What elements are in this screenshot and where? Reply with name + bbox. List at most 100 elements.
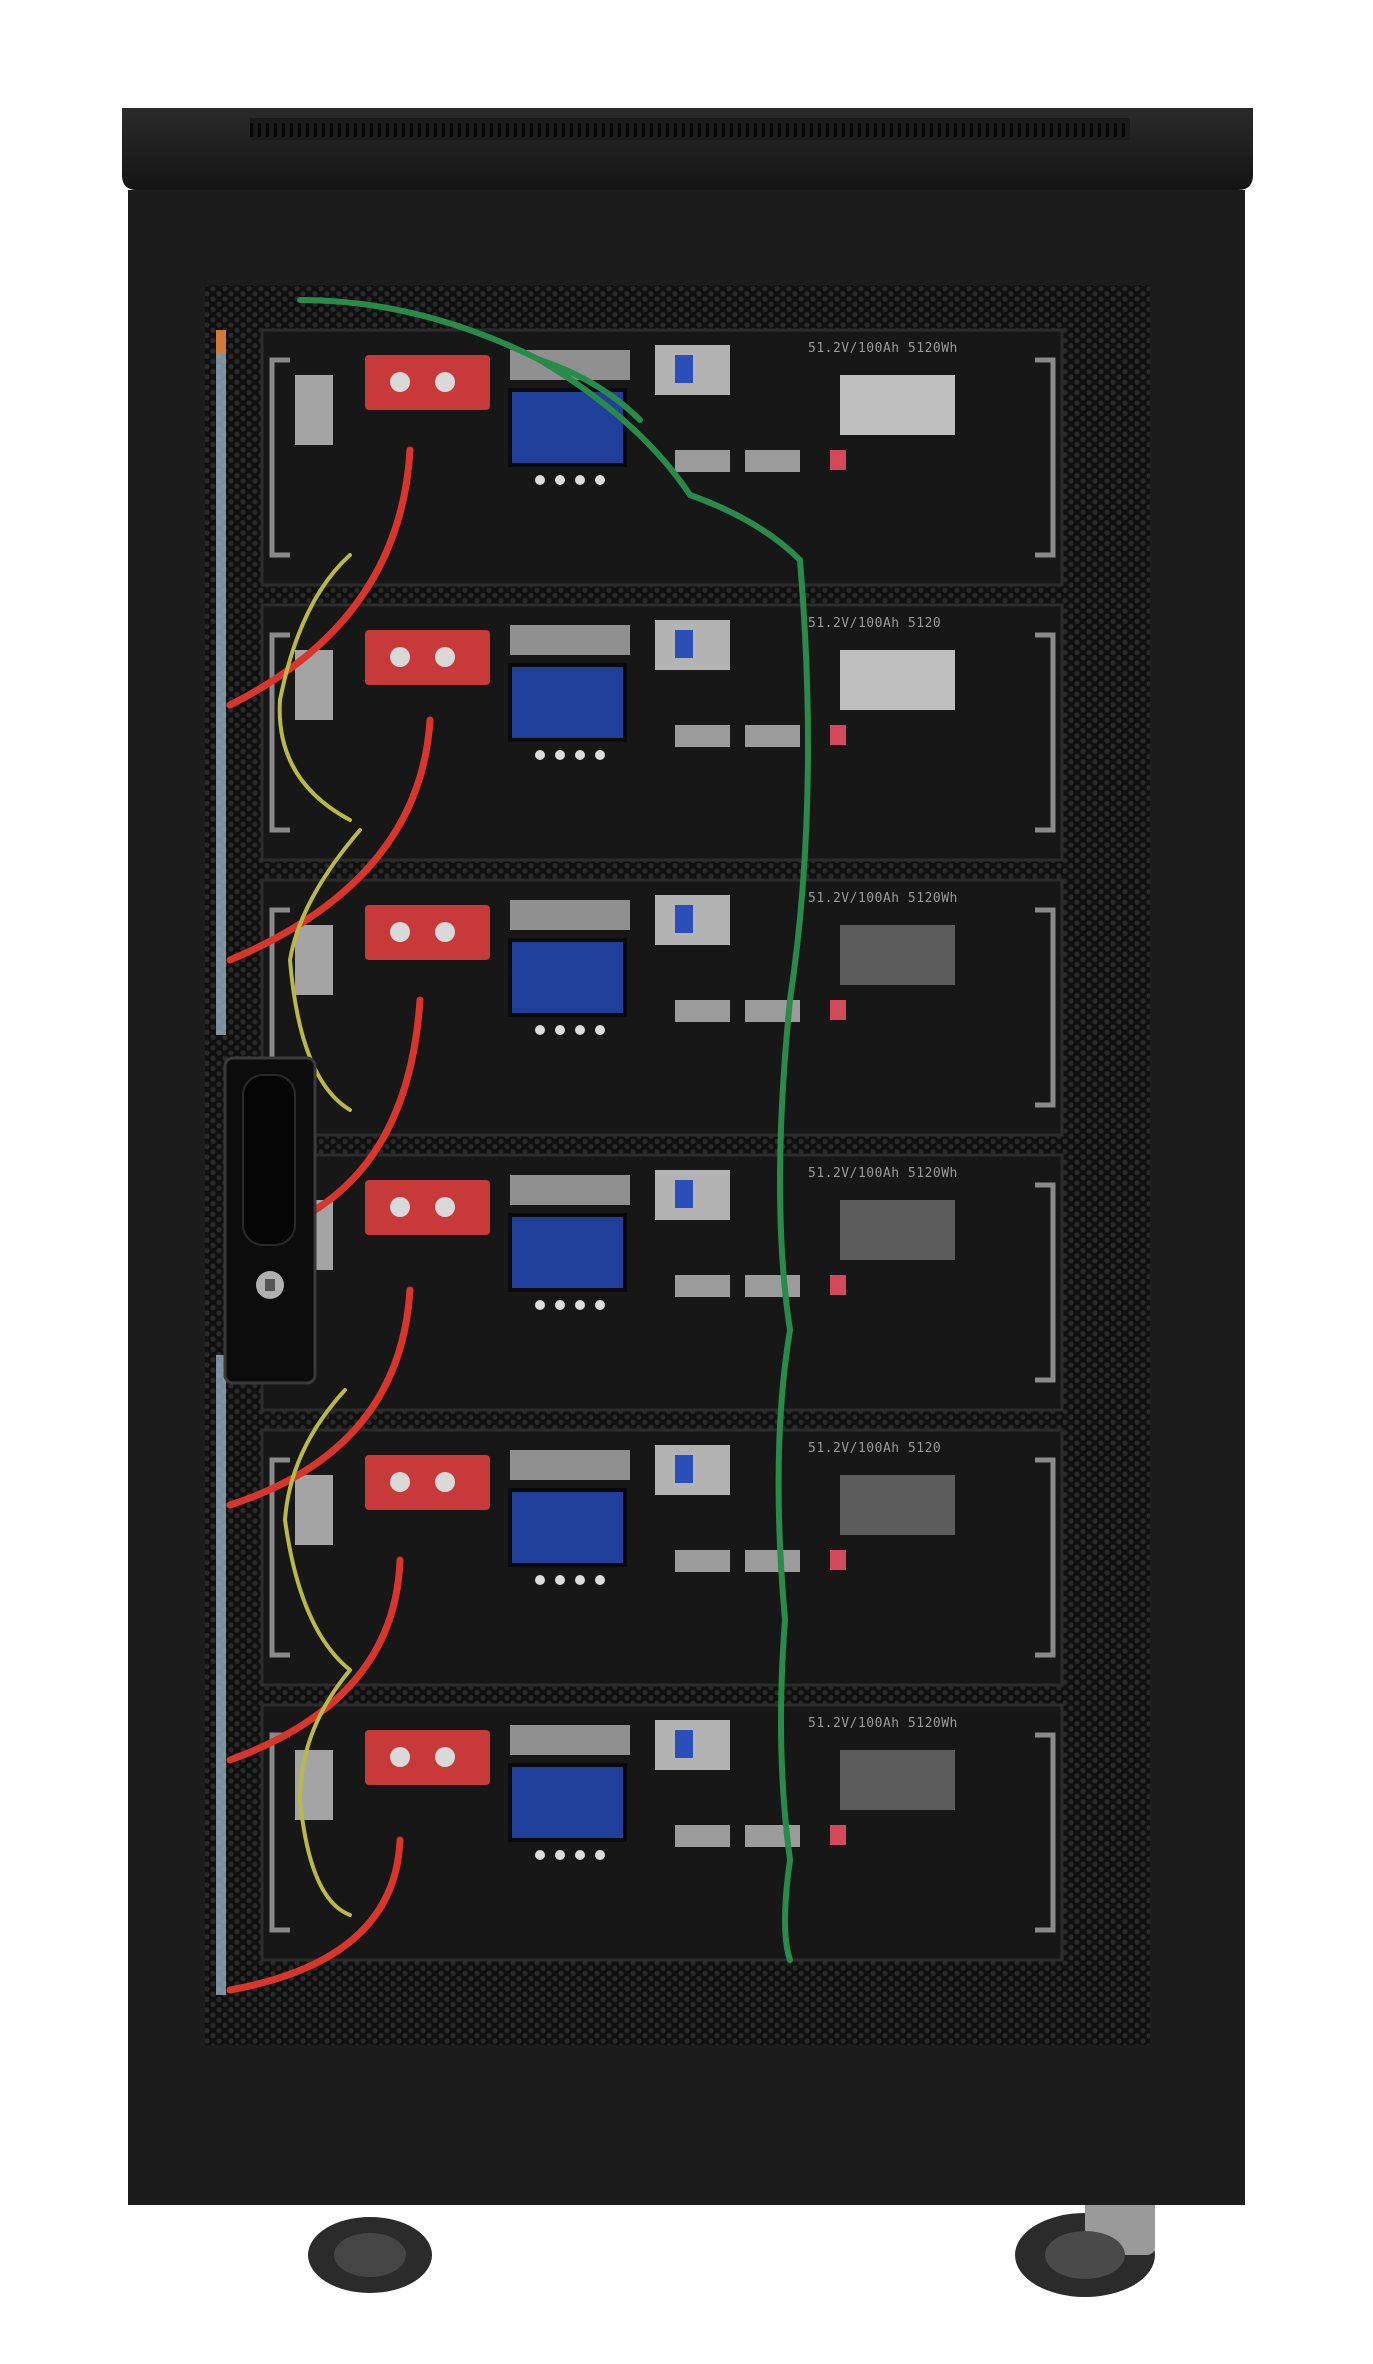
can-port <box>745 725 800 747</box>
terminal-bolt-icon <box>390 922 410 942</box>
rs485-port <box>675 1550 730 1572</box>
right-handle-icon <box>1035 357 1056 558</box>
positive-terminal-block <box>365 1180 490 1235</box>
terminal-bolt-icon <box>390 1472 410 1492</box>
lcd-button-icon <box>575 750 585 760</box>
rs485-port <box>675 1825 730 1847</box>
logo-sticker <box>510 1450 630 1480</box>
lcd-button-icon <box>535 475 545 485</box>
logo-sticker <box>510 900 630 930</box>
module-spec-label: 51.2V/100Ah 5120Wh <box>808 1166 958 1181</box>
positive-terminal-block <box>365 630 490 685</box>
reset-button <box>830 1550 846 1570</box>
terminal-bolt-icon <box>435 372 455 392</box>
lcd-button-icon <box>555 750 565 760</box>
lcd-display <box>508 938 627 1017</box>
lcd-display <box>508 388 627 467</box>
rs485-port <box>675 1000 730 1022</box>
positive-terminal-block <box>365 355 490 410</box>
battery-module: 51.2V/100Ah 5120Wh <box>260 878 1064 1137</box>
dip-switch-knob <box>675 1455 693 1483</box>
can-port <box>745 1550 800 1572</box>
negative-terminal-block <box>840 1750 955 1810</box>
lcd-button-icon <box>595 1850 605 1860</box>
logo-sticker <box>510 1175 630 1205</box>
terminal-bolt-icon <box>390 372 410 392</box>
reset-button <box>830 1825 846 1845</box>
right-handle-icon <box>1035 1182 1056 1383</box>
lcd-display <box>508 663 627 742</box>
can-port <box>745 1825 800 1847</box>
left-handle-icon <box>269 1457 290 1658</box>
lcd-button-icon <box>575 1025 585 1035</box>
reset-button <box>830 1000 846 1020</box>
negative-terminal-block <box>840 375 955 435</box>
dip-switch-knob <box>675 630 693 658</box>
terminal-bolt-icon <box>435 1197 455 1217</box>
right-handle-icon <box>1035 632 1056 833</box>
terminal-bolt-icon <box>435 922 455 942</box>
lcd-button-icon <box>595 750 605 760</box>
rs485-port <box>675 450 730 472</box>
module-spec-label: 51.2V/100Ah 5120 <box>808 616 941 631</box>
side-indicator-strip <box>216 330 226 1995</box>
dip-switch-knob <box>675 355 693 383</box>
module-spec-label: 51.2V/100Ah 5120Wh <box>808 1716 958 1731</box>
right-handle-icon <box>1035 1457 1056 1658</box>
lcd-button-icon <box>575 1300 585 1310</box>
lcd-button-icon <box>575 1575 585 1585</box>
terminal-bolt-icon <box>435 647 455 667</box>
breaker-switch <box>295 1475 333 1545</box>
lcd-button-icon <box>555 1850 565 1860</box>
communication-cable <box>297 297 811 1963</box>
battery-modules: 51.2V/100Ah 5120Wh 51.2V/100Ah 5120 51.2V/… <box>260 328 1064 1962</box>
lcd-display <box>508 1213 627 1292</box>
module-spec-label: 51.2V/100Ah 5120Wh <box>808 891 958 906</box>
lcd-button-icon <box>555 1575 565 1585</box>
module-spec-label: 51.2V/100Ah 5120Wh <box>808 341 958 356</box>
ground-cables <box>277 553 362 1917</box>
battery-module: 51.2V/100Ah 5120 <box>260 603 1064 862</box>
battery-module: 51.2V/100Ah 5120 <box>260 1428 1064 1687</box>
positive-terminal-block <box>365 1455 490 1510</box>
rs485-port <box>675 725 730 747</box>
terminal-bolt-icon <box>435 1747 455 1767</box>
battery-module: 51.2V/100Ah 5120Wh <box>260 1153 1064 1412</box>
terminal-bolt-icon <box>390 1197 410 1217</box>
negative-terminal-block <box>840 925 955 985</box>
positive-cables <box>226 446 434 1994</box>
lcd-button-icon <box>555 475 565 485</box>
lcd-button-icon <box>535 1575 545 1585</box>
positive-terminal-block <box>365 1730 490 1785</box>
dip-switch-knob <box>675 905 693 933</box>
right-handle-icon <box>1035 907 1056 1108</box>
terminal-bolt-icon <box>435 1472 455 1492</box>
terminal-bolt-icon <box>390 647 410 667</box>
battery-module: 51.2V/100Ah 5120Wh <box>260 1703 1064 1962</box>
can-port <box>745 1275 800 1297</box>
logo-sticker <box>510 1725 630 1755</box>
breaker-switch <box>295 375 333 445</box>
dip-switch-knob <box>675 1730 693 1758</box>
logo-sticker <box>510 625 630 655</box>
lcd-display <box>508 1763 627 1842</box>
reset-button <box>830 1275 846 1295</box>
lcd-button-icon <box>535 1850 545 1860</box>
lcd-button-icon <box>595 1575 605 1585</box>
lcd-button-icon <box>595 1300 605 1310</box>
lcd-button-icon <box>595 1025 605 1035</box>
cabinet-top <box>122 108 1253 190</box>
rs485-port <box>675 1275 730 1297</box>
reset-button <box>830 725 846 745</box>
module-spec-label: 51.2V/100Ah 5120 <box>808 1441 941 1456</box>
positive-terminal-block <box>365 905 490 960</box>
negative-terminal-block <box>840 1200 955 1260</box>
breaker-switch <box>295 925 333 995</box>
can-port <box>745 450 800 472</box>
door-handle[interactable] <box>223 1056 317 1385</box>
lcd-display <box>508 1488 627 1567</box>
lcd-button-icon <box>555 1300 565 1310</box>
terminal-bolt-icon <box>390 1747 410 1767</box>
lcd-button-icon <box>595 475 605 485</box>
